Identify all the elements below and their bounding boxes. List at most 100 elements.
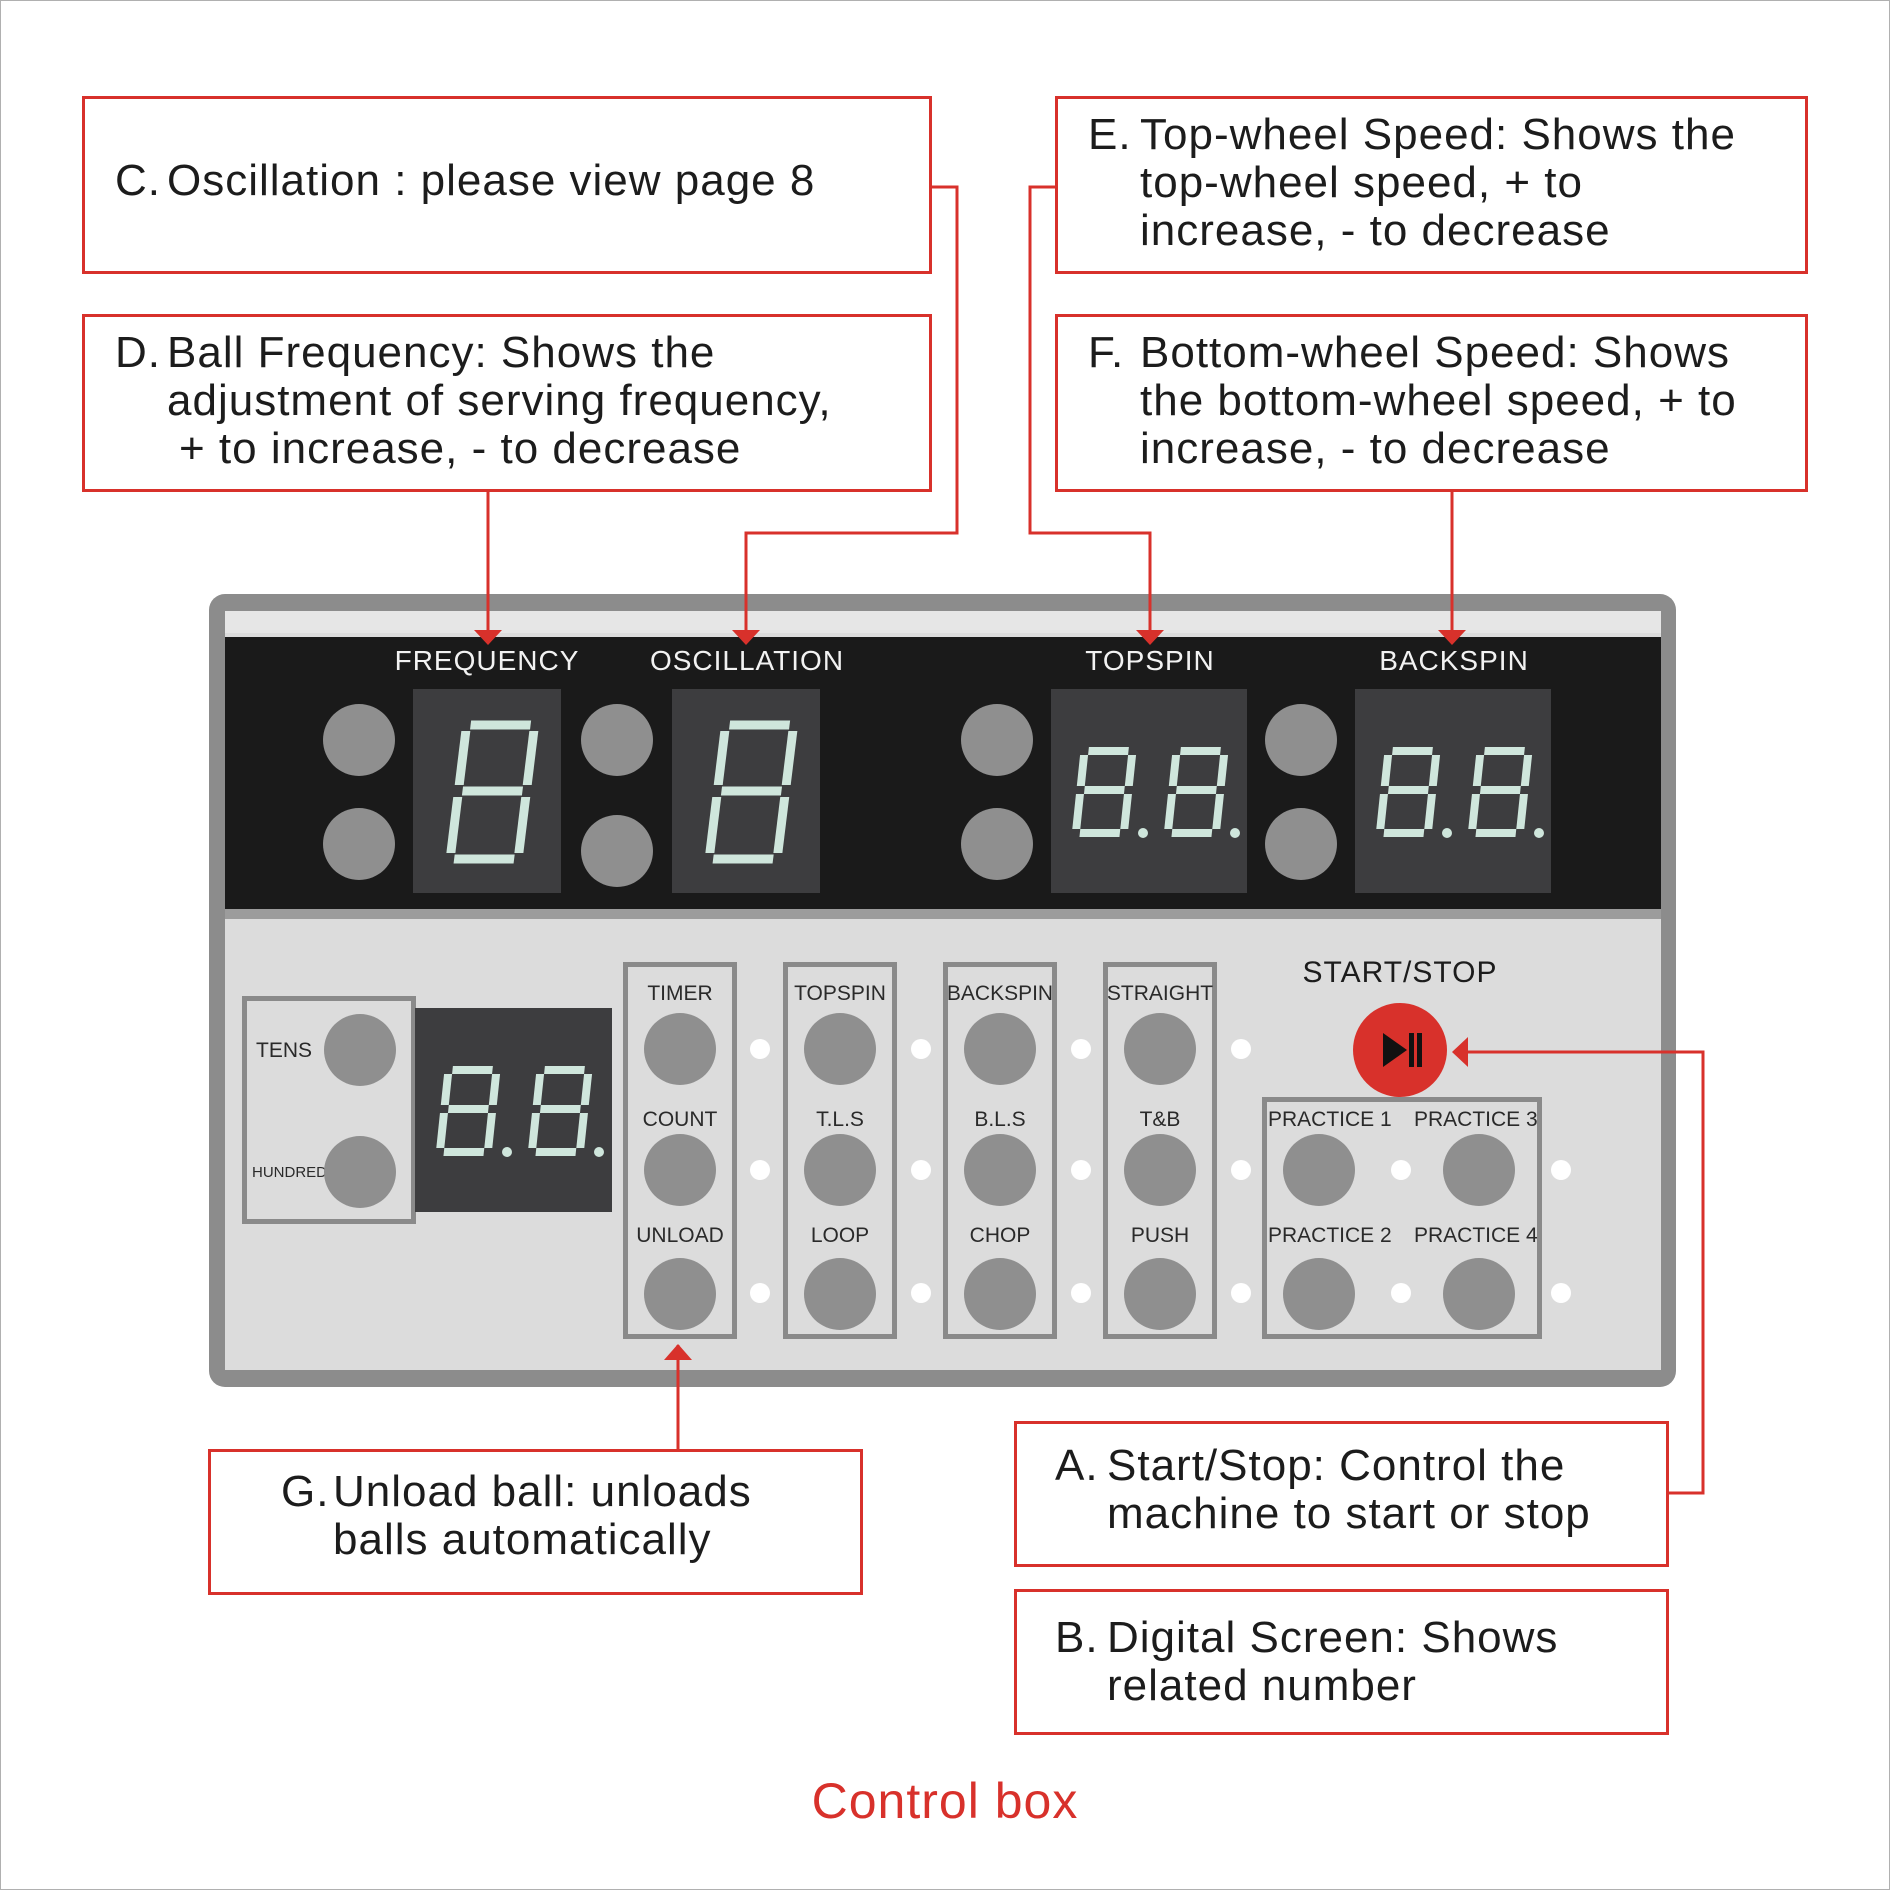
callout-text: Digital Screen: Shows — [1107, 1613, 1559, 1662]
callout-text: related number — [1107, 1661, 1417, 1710]
hundreds-button[interactable] — [324, 1136, 396, 1208]
oscillation-digit-display — [672, 689, 820, 893]
counter-digit-display — [415, 1008, 612, 1212]
unload-button[interactable] — [644, 1258, 716, 1330]
count-label: COUNT — [642, 1108, 718, 1131]
tls-button[interactable] — [804, 1134, 876, 1206]
tb-indicator-led — [1231, 1160, 1251, 1180]
bls-indicator-led — [1071, 1160, 1091, 1180]
topspin-display-label: TOPSPIN — [1085, 645, 1215, 676]
callout-letter: D. — [115, 328, 161, 377]
callout-letter: F. — [1088, 328, 1125, 377]
callout-letter: E. — [1088, 110, 1132, 159]
tens-button[interactable] — [324, 1014, 396, 1086]
topspin-indicator-led — [911, 1039, 931, 1059]
practice-2-button[interactable] — [1283, 1258, 1355, 1330]
unload-indicator-led — [750, 1283, 770, 1303]
timer-button[interactable] — [644, 1013, 716, 1085]
callout-digital-screen: B.Digital Screen: Shows related number — [1014, 1589, 1669, 1735]
backspin-decrease-button[interactable] — [1265, 808, 1337, 880]
unload-label: UNLOAD — [636, 1224, 724, 1247]
chop-indicator-led — [1071, 1283, 1091, 1303]
callout-text: adjustment of serving frequency, — [167, 376, 832, 425]
control-box-top-strip — [225, 611, 1661, 633]
hundreds-label: HUNDREDS — [252, 1164, 338, 1181]
play-pause-icon — [1383, 1033, 1422, 1067]
tens-label: TENS — [256, 1039, 313, 1062]
backspin-label: BACKSPIN — [946, 982, 1054, 1005]
callout-text: Oscillation : please view page 8 — [167, 156, 816, 205]
practice-4-indicator-led — [1551, 1283, 1571, 1303]
straight-label: STRAIGHT — [1106, 982, 1214, 1005]
tls-indicator-led — [911, 1160, 931, 1180]
count-indicator-led — [750, 1160, 770, 1180]
topspin-button[interactable] — [804, 1013, 876, 1085]
callout-text: Ball Frequency: Shows the — [167, 328, 716, 377]
callout-text: increase, - to decrease — [1140, 206, 1611, 255]
tls-label: T.L.S — [816, 1108, 864, 1131]
practice-2-label: PRACTICE 2 — [1268, 1224, 1392, 1247]
callout-letter: C. — [115, 156, 161, 205]
timer-label: TIMER — [647, 982, 713, 1005]
callout-letter: B. — [1055, 1613, 1099, 1662]
timer-indicator-led — [750, 1039, 770, 1059]
topspin-label: TOPSPIN — [794, 982, 886, 1005]
bls-button[interactable] — [964, 1134, 1036, 1206]
backspin-button[interactable] — [964, 1013, 1036, 1085]
callout-text: the bottom-wheel speed, + to — [1140, 376, 1737, 425]
frequency-label: FREQUENCY — [394, 645, 580, 676]
practice-3-indicator-led — [1551, 1160, 1571, 1180]
backspin-digit-display — [1355, 689, 1551, 893]
callout-top-wheel-speed: E.Top-wheel Speed: Shows the top-wheel s… — [1055, 96, 1808, 274]
chop-button[interactable] — [964, 1258, 1036, 1330]
oscillation-increase-button[interactable] — [581, 704, 653, 776]
frequency-decrease-button[interactable] — [323, 808, 395, 880]
loop-button[interactable] — [804, 1258, 876, 1330]
straight-indicator-led — [1231, 1039, 1251, 1059]
practice-3-label: PRACTICE 3 — [1414, 1108, 1538, 1131]
callout-text: Start/Stop: Control the — [1107, 1441, 1566, 1490]
practice-4-button[interactable] — [1443, 1258, 1515, 1330]
callout-text: machine to start or stop — [1107, 1489, 1591, 1538]
practice-4-label: PRACTICE 4 — [1414, 1224, 1538, 1247]
frequency-digit-display — [413, 689, 561, 893]
backspin-indicator-led — [1071, 1039, 1091, 1059]
callout-unload-ball: G.Unload ball: unloads balls automatical… — [208, 1449, 863, 1595]
practice-1-button[interactable] — [1283, 1134, 1355, 1206]
practice-1-label: PRACTICE 1 — [1268, 1108, 1392, 1131]
callout-text: top-wheel speed, + to — [1140, 158, 1583, 207]
callout-text: + to increase, - to decrease — [179, 424, 742, 473]
push-label: PUSH — [1130, 1224, 1190, 1247]
callout-oscillation: C.Oscillation : please view page 8 — [82, 96, 932, 274]
backspin-display-label: BACKSPIN — [1379, 645, 1529, 676]
callout-start-stop: A.Start/Stop: Control the machine to sta… — [1014, 1421, 1669, 1567]
chop-label: CHOP — [969, 1224, 1031, 1247]
callout-text: Top-wheel Speed: Shows the — [1140, 110, 1736, 159]
start-stop-label: START/STOP — [1302, 956, 1498, 989]
count-button[interactable] — [644, 1134, 716, 1206]
callout-text: balls automatically — [333, 1515, 712, 1564]
straight-button[interactable] — [1124, 1013, 1196, 1085]
callout-text: Bottom-wheel Speed: Shows — [1140, 328, 1730, 377]
frequency-increase-button[interactable] — [323, 704, 395, 776]
callout-bottom-wheel-speed: F. Bottom-wheel Speed: Shows the bottom-w… — [1055, 314, 1808, 492]
topspin-decrease-button[interactable] — [961, 808, 1033, 880]
figure-caption: Control box — [811, 1773, 1079, 1829]
oscillation-decrease-button[interactable] — [581, 815, 653, 887]
topspin-increase-button[interactable] — [961, 704, 1033, 776]
callout-text: increase, - to decrease — [1140, 424, 1611, 473]
tb-label: T&B — [1139, 1108, 1181, 1131]
practice-3-button[interactable] — [1443, 1134, 1515, 1206]
practice-1-indicator-led — [1391, 1160, 1411, 1180]
start-stop-button[interactable] — [1353, 1003, 1447, 1097]
callout-text: Unload ball: unloads — [333, 1467, 752, 1516]
callout-ball-frequency: D.Ball Frequency: Shows the adjustment o… — [82, 314, 932, 492]
backspin-increase-button[interactable] — [1265, 704, 1337, 776]
tb-button[interactable] — [1124, 1134, 1196, 1206]
callout-letter: G. — [281, 1467, 330, 1516]
bls-label: B.L.S — [974, 1108, 1026, 1131]
push-indicator-led — [1231, 1283, 1251, 1303]
push-button[interactable] — [1124, 1258, 1196, 1330]
topspin-digit-display — [1051, 689, 1247, 893]
callout-letter: A. — [1055, 1441, 1099, 1490]
